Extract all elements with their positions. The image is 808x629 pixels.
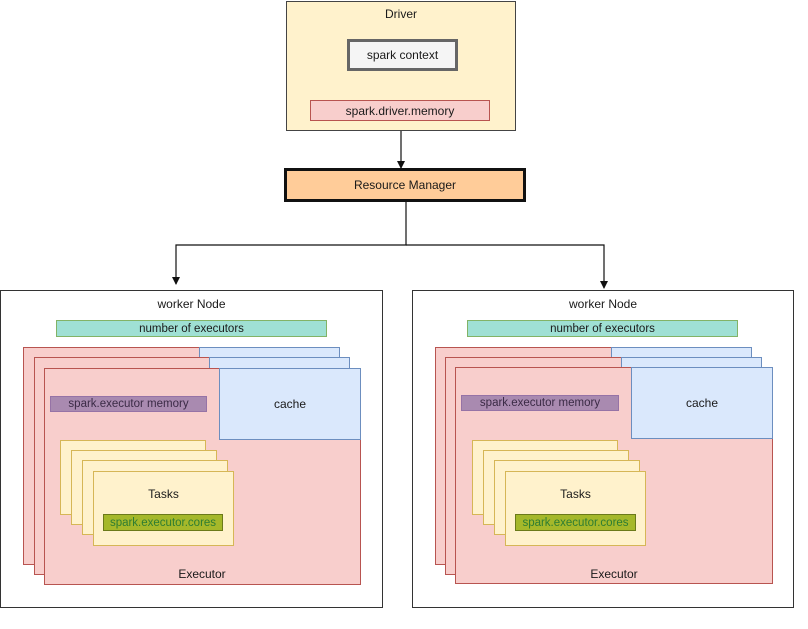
resource-manager-box: Resource Manager (284, 168, 526, 202)
rm-to-left-worker-arrow (172, 201, 407, 285)
task-box (505, 471, 646, 546)
num-executors-bar: number of executors (467, 320, 738, 337)
spark-context-box: spark context (347, 39, 458, 71)
executor-cores-box: spark.executor.cores (103, 514, 223, 531)
tasks-label: Tasks (148, 487, 179, 501)
cache-box: cache (631, 367, 773, 439)
worker-node-title: worker Node (568, 297, 638, 311)
executor-memory-box: spark.executor memory (461, 395, 619, 411)
executor-label: Executor (178, 567, 226, 581)
rm-to-right-worker-arrow (406, 244, 608, 289)
worker-node-title: worker Node (157, 297, 226, 311)
tasks-label: Tasks (560, 487, 591, 501)
executor-memory-box: spark.executor memory (50, 396, 207, 412)
executor-cores-box: spark.executor.cores (515, 514, 636, 531)
cache-box: cache (219, 368, 361, 440)
executor-label: Executor (590, 567, 638, 581)
task-box (93, 471, 234, 546)
driver-title: Driver (385, 7, 417, 21)
driver-memory-box: spark.driver.memory (310, 100, 490, 121)
num-executors-bar: number of executors (56, 320, 327, 337)
